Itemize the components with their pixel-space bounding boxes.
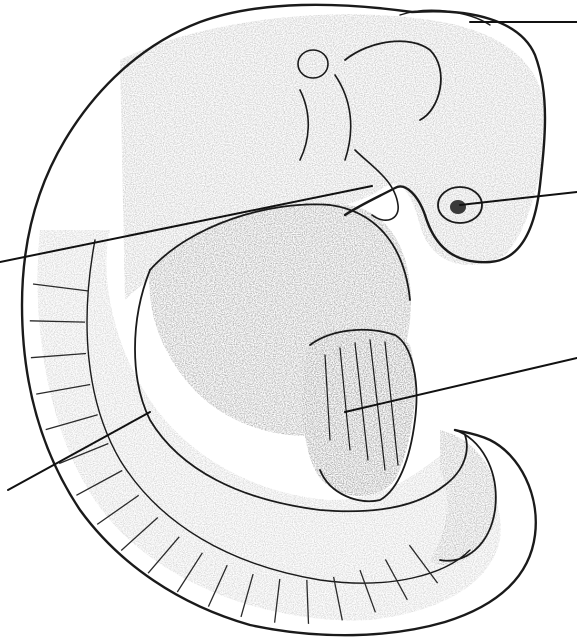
- eye-lens: [450, 200, 466, 214]
- stipple-shading: [38, 14, 546, 620]
- limb-bud-shading: [302, 327, 415, 496]
